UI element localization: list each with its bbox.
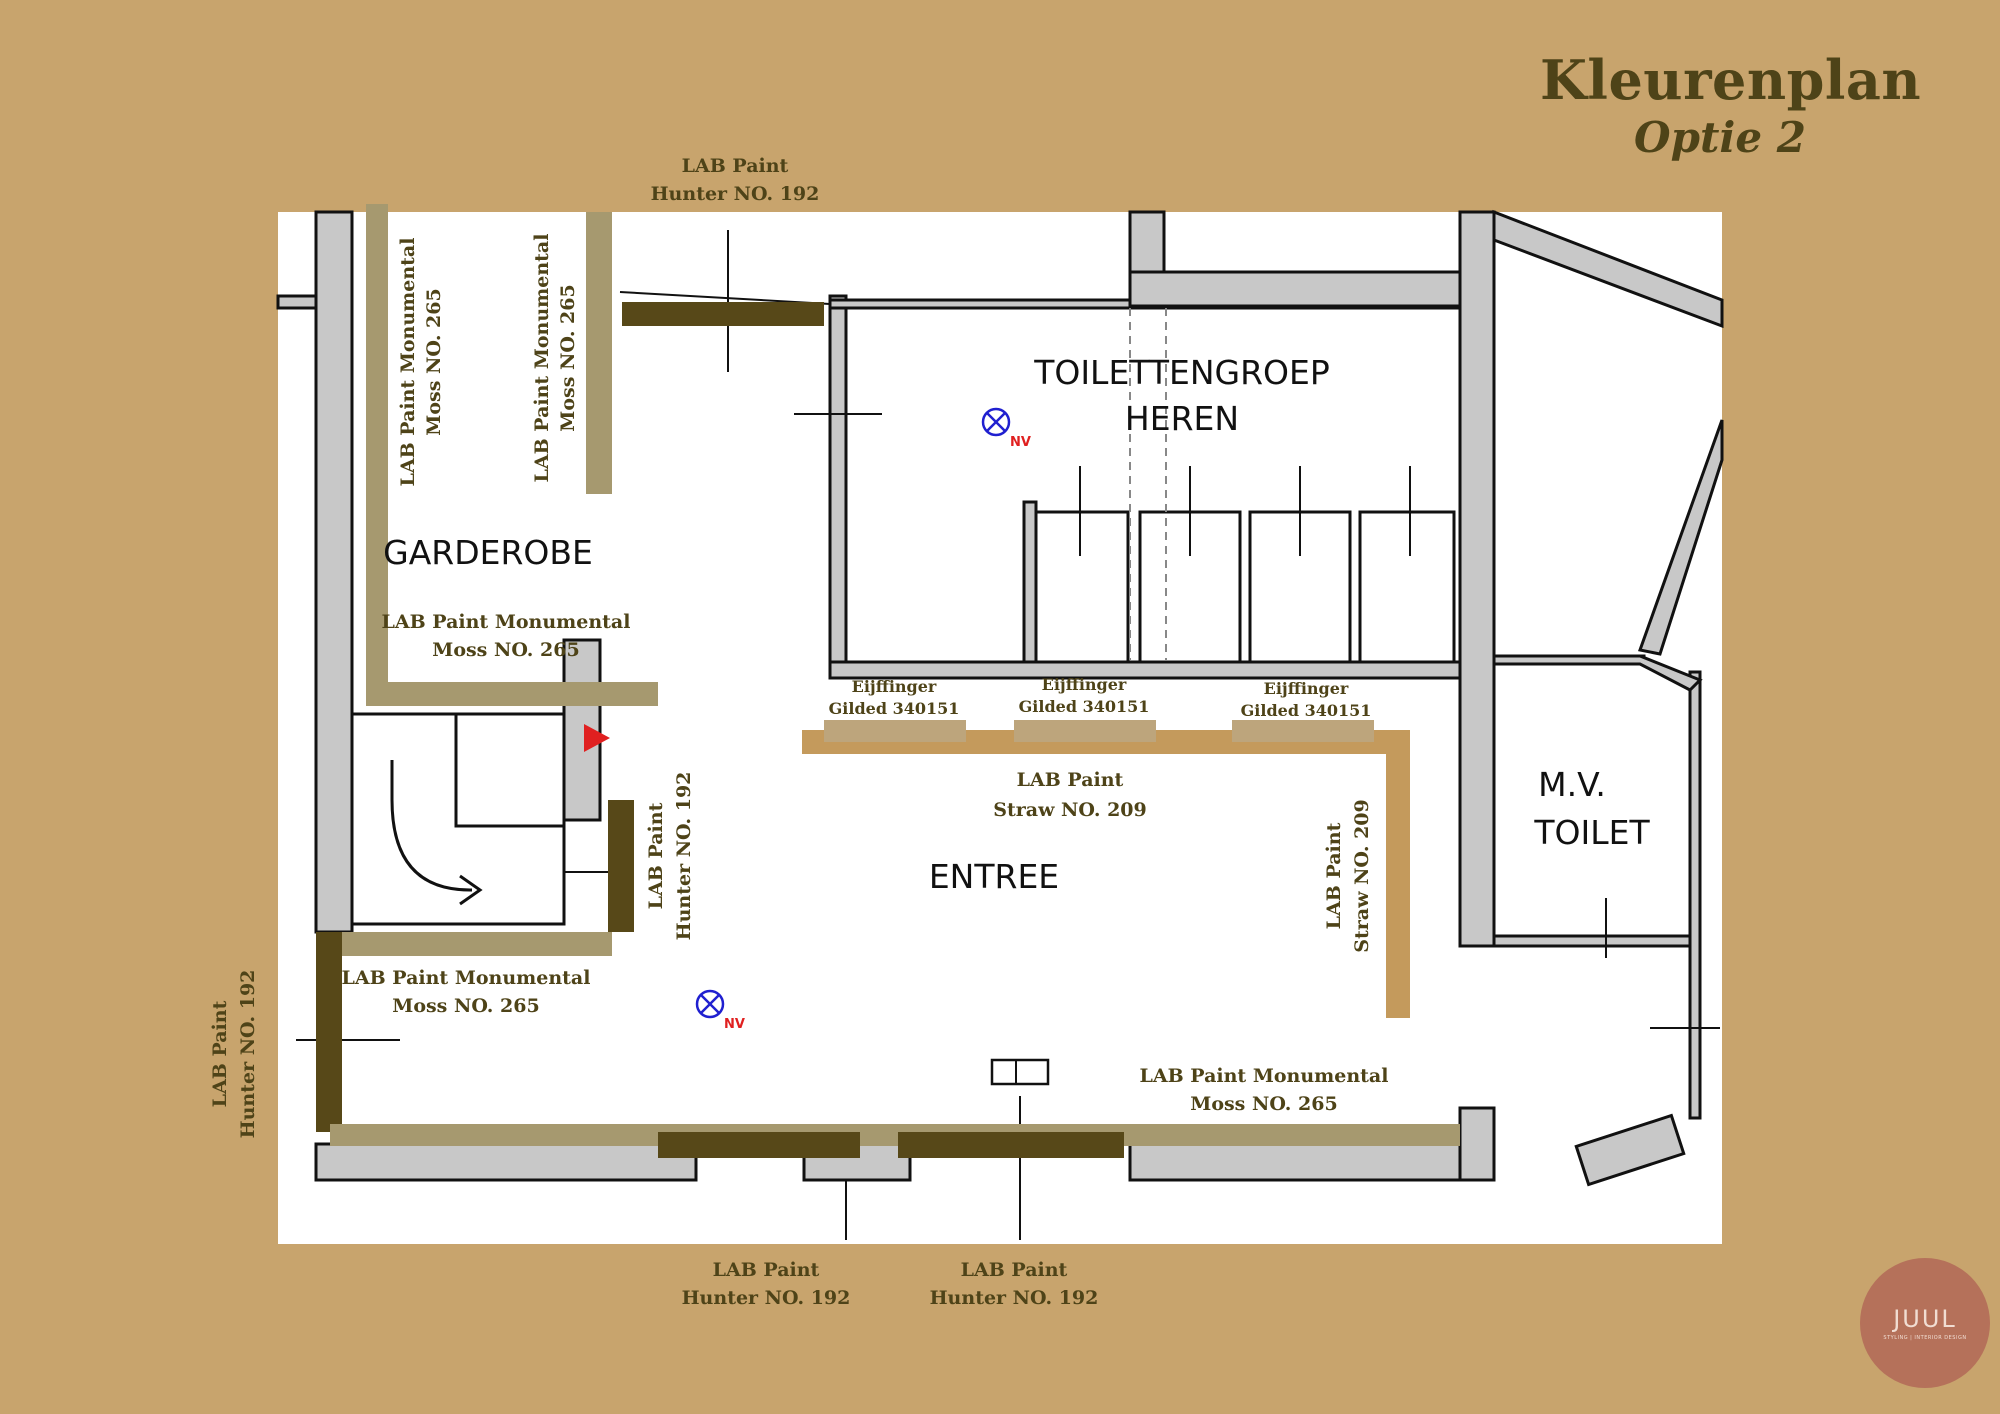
wall-toilet-right [1458,210,1496,948]
wall-toilet-top-thick [1128,270,1462,308]
paint-strips [316,204,1460,1158]
stall-1 [1034,510,1130,664]
svg-text:Straw NO. 209: Straw NO. 209 [1351,799,1373,952]
strip-straw-vertical [1386,730,1410,1018]
label-wallpaper-1-line2: Gilded 340151 [829,699,960,718]
cabinet-body [350,712,566,926]
svg-text:Moss NO. 265: Moss NO. 265 [423,288,445,435]
room-toilettengroep-line1: TOILETTENGROEP [1033,353,1330,392]
label-straw-line2: Straw NO. 209 [993,799,1146,821]
strip-wallpaper-2 [1014,720,1156,742]
strip-hunter-bottom-2 [898,1132,1124,1158]
strip-wallpaper-3 [1232,720,1374,742]
label-wallpaper-3-line2: Gilded 340151 [1241,701,1372,720]
svg-text:Hunter NO. 192: Hunter NO. 192 [237,970,259,1139]
room-entree: ENTREE [929,857,1059,896]
walls [276,210,1702,1187]
label-hunter-bottom-1-line1: LAB Paint [713,1259,820,1281]
label-hunter-bottom-1-line2: Hunter NO. 192 [682,1287,851,1309]
svg-text:LAB Paint: LAB Paint [1323,822,1345,929]
logo-wordmark: JUUL [1893,1305,1957,1333]
strip-moss-cabinet-bottom [316,932,612,956]
label-hunter-bottom-2-line1: LAB Paint [961,1259,1068,1281]
triangle-marker-icon [584,724,610,752]
wall-bottom-right [1128,1142,1496,1182]
label-wallpaper-2-line1: Eijffinger [1042,675,1127,694]
label-hunter-bottom-2-line2: Hunter NO. 192 [930,1287,1099,1309]
svg-text:Hunter NO. 192: Hunter NO. 192 [673,772,695,941]
label-hunter-top-line1: LAB Paint [682,155,789,177]
light-icon [695,989,725,1019]
title-block: Kleurenplan Optie 2 [1540,48,1922,164]
garderobe-cabinet [350,712,566,926]
cabinet-arrow-curve [390,760,472,892]
page-subtitle: Optie 2 [1634,113,1806,162]
room-garderobe: GARDEROBE [383,533,593,572]
light-icon [981,407,1011,437]
nv-label-1: NV [1010,435,1031,450]
label-moss-vertical-1: LAB Paint Monumental Moss NO. 265 [397,238,445,487]
svg-text:LAB Paint: LAB Paint [645,802,667,909]
page-title: Kleurenplan [1540,48,1922,112]
label-moss-cabinet-line2: Moss NO. 265 [392,995,539,1017]
label-hunter-vertical-left: LAB Paint Hunter NO. 192 [209,970,259,1139]
exit-sign-icon [990,1058,1050,1086]
stall-4 [1358,510,1456,664]
strip-hunter-left [316,932,342,1132]
wall-corner-bottom-right [1458,1106,1496,1182]
strip-moss-bottom [330,1124,1460,1146]
symbols: NV NV [584,407,1050,1086]
wall-curved-right [1574,1113,1686,1187]
nv-label-2: NV [724,1017,745,1032]
svg-text:LAB Paint Monumental: LAB Paint Monumental [531,234,553,483]
label-moss-vertical-2: LAB Paint Monumental Moss NO. 265 [531,234,579,483]
svg-text:Moss NO. 265: Moss NO. 265 [557,284,579,431]
label-wallpaper-2-line2: Gilded 340151 [1019,697,1150,716]
label-hunter-vertical-garderobe: LAB Paint Hunter NO. 192 [645,772,695,941]
strip-moss-garderobe-bottom [366,682,658,706]
room-toilettengroep-line2: HEREN [1125,399,1239,438]
label-straw-vertical: LAB Paint Straw NO. 209 [1323,799,1373,952]
strip-hunter-top [622,302,824,326]
strip-moss-garderobe-center [586,212,612,494]
label-moss-garderobe-line2: Moss NO. 265 [432,639,579,661]
label-moss-garderobe-line1: LAB Paint Monumental [382,611,631,633]
juul-logo: JUUL STYLING | INTERIOR DESIGN [1860,1258,1990,1388]
strip-wallpaper-1 [824,720,966,742]
room-mv-line2: TOILET [1533,813,1650,852]
cabinet-arrow-head [459,874,483,906]
label-moss-bottom-line2: Moss NO. 265 [1190,1093,1337,1115]
wall-mv-right [1688,670,1702,1120]
logo-tagline: STYLING | INTERIOR DESIGN [1883,1335,1967,1341]
label-moss-bottom-line1: LAB Paint Monumental [1140,1065,1389,1087]
svg-text:LAB Paint Monumental: LAB Paint Monumental [397,238,419,487]
label-hunter-top-line2: Hunter NO. 192 [651,183,820,205]
label-wallpaper-3-line1: Eijffinger [1264,679,1349,698]
wall-toilet-bottom [828,660,1462,680]
label-wallpaper-1-line1: Eijffinger [852,677,937,696]
paint-labels: LAB Paint Hunter NO. 192 LAB Paint Monum… [209,155,1388,1309]
wall-mv-bottom [1492,934,1696,948]
stall-divider-1 [1022,500,1038,664]
label-straw-line1: LAB Paint [1017,769,1124,791]
wall-left-outer [314,210,354,934]
wall-top-stub [1128,210,1166,276]
wall-diagonal [1492,209,1724,692]
label-moss-cabinet-line1: LAB Paint Monumental [342,967,591,989]
strip-moss-garderobe-left [366,204,388,704]
cabinet-inner [454,712,566,828]
toilet-stalls [1022,500,1456,664]
dashed-guides [1129,308,1167,660]
wall-garderobe-pillar-low [562,698,602,822]
wall-bottom-left [314,1142,698,1182]
wall-toilet-left [828,294,848,680]
room-labels: TOILETTENGROEP HEREN GARDEROBE ENTREE M.… [383,353,1650,896]
wall-stub-left [276,294,318,310]
room-mv-line1: M.V. [1538,765,1606,804]
strip-hunter-bottom-1 [658,1132,860,1158]
strip-hunter-garderobe [608,800,634,932]
svg-text:LAB Paint: LAB Paint [209,1000,231,1107]
